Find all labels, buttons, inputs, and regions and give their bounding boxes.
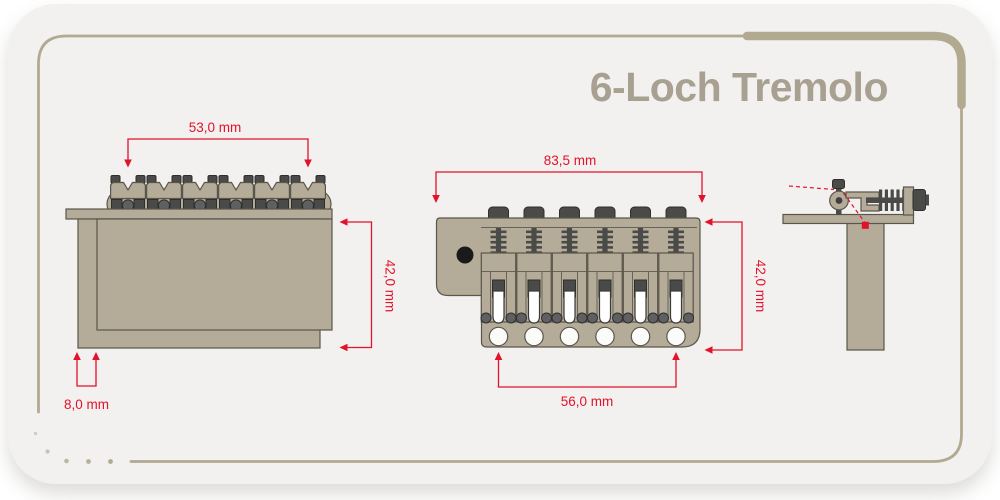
side-string-path-callout — [788, 185, 869, 229]
top-view-drawing — [435, 206, 701, 348]
frame-accent-segment — [742, 31, 966, 110]
dimension-label-top-height: 42,0 mm — [753, 260, 768, 313]
frame-border — [33, 31, 966, 464]
rear-top-plate — [65, 208, 333, 220]
dimension-top-width: 83,5 mm — [432, 153, 706, 203]
side-baseplate — [782, 213, 915, 225]
dimension-rear-block-offset: 8,0 mm — [64, 352, 109, 412]
side-plate-flange — [902, 186, 915, 216]
frame-corner-dots — [33, 431, 113, 464]
side-tremolo-block — [846, 222, 885, 351]
dimension-label-rear-width: 53,0 mm — [189, 120, 242, 135]
dimension-top-string-spacing: 56,0 mm — [494, 352, 680, 409]
page-title: 6-Loch Tremolo — [590, 64, 888, 110]
dimension-label-rear-height: 42,0 mm — [383, 260, 398, 313]
side-view-drawing — [782, 179, 929, 351]
rear-sustain-block — [96, 218, 333, 331]
side-intonation-screw-head — [912, 189, 926, 211]
dimension-rear-height: 42,0 mm — [339, 218, 398, 352]
dimension-label-top-width: 83,5 mm — [544, 153, 597, 168]
side-string-hole-marker — [861, 221, 869, 229]
rear-view-drawing — [65, 174, 333, 349]
dimension-top-height: 42,0 mm — [704, 218, 768, 354]
top-pivot-hole — [456, 246, 474, 264]
dimension-label-top-string-spacing: 56,0 mm — [561, 394, 614, 409]
side-height-screw — [832, 179, 845, 189]
dimension-label-rear-block-offset: 8,0 mm — [64, 397, 109, 412]
dimension-rear-width: 53,0 mm — [124, 120, 312, 168]
